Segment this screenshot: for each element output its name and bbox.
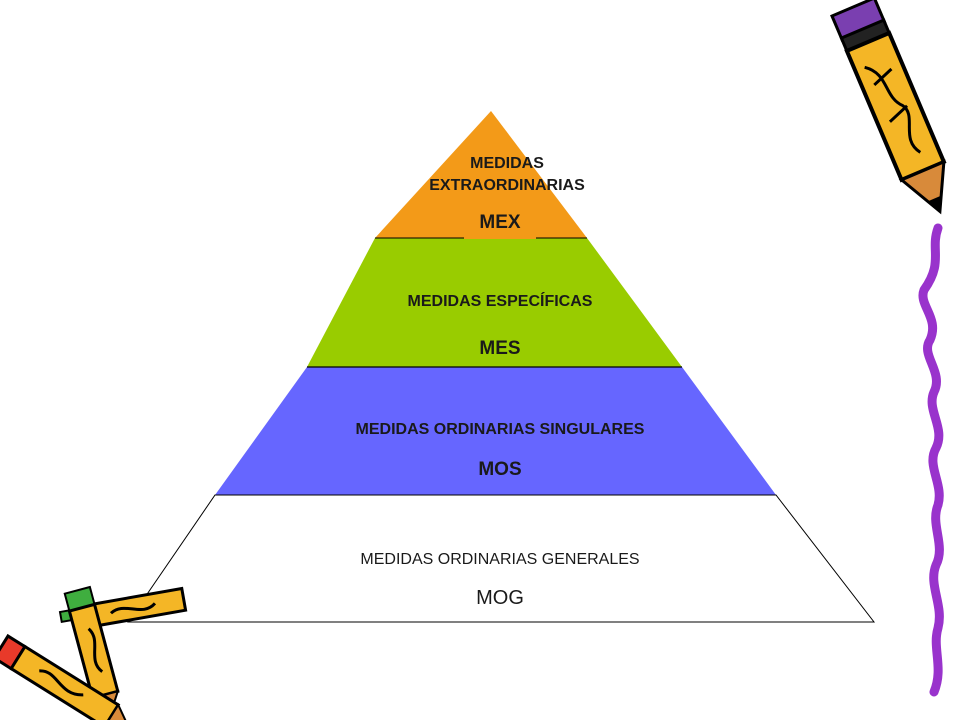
level-code-mex: MEX bbox=[464, 207, 536, 239]
crossed-pencils-icon bbox=[0, 585, 188, 720]
level-code-mes: MES bbox=[479, 338, 521, 359]
tier-mes bbox=[307, 238, 682, 367]
pencil-icon bbox=[830, 0, 947, 215]
level-title-mos: MEDIDAS ORDINARIAS SINGULARES bbox=[355, 421, 645, 438]
level-title-mex: MEDIDAS EXTRAORDINARIAS bbox=[429, 155, 585, 194]
purple-squiggle bbox=[918, 223, 944, 697]
level-title-mog: MEDIDAS ORDINARIAS GENERALES bbox=[360, 551, 640, 568]
tier-mex bbox=[375, 111, 587, 238]
level-title-mes: MEDIDAS ESPECÍFICAS bbox=[407, 293, 593, 310]
level-code-mos: MOS bbox=[478, 459, 522, 480]
tier-mos bbox=[215, 367, 776, 495]
level-code-mog: MOG bbox=[476, 587, 524, 609]
